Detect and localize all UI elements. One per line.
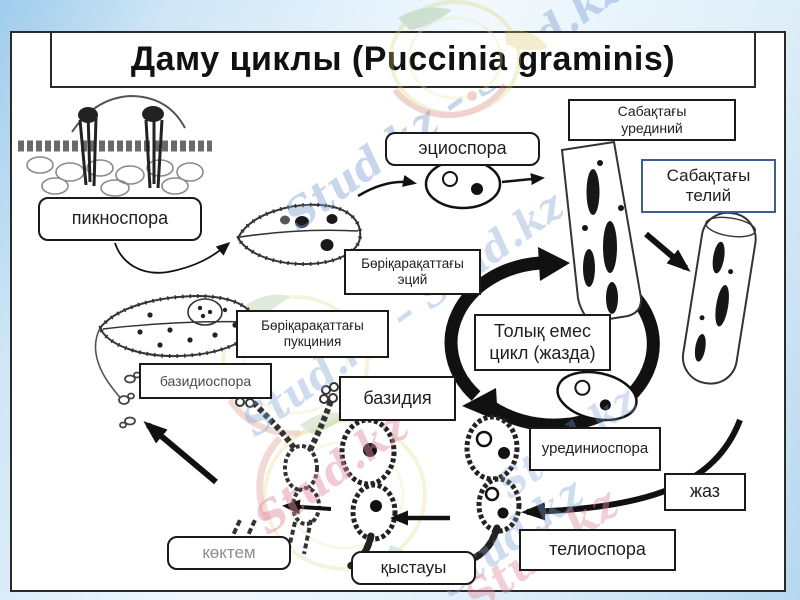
basidiospores-illustration [118, 371, 141, 429]
label-koktem: көктем [167, 536, 291, 570]
label-barberry-aecium: Бөріқарақаттағы эций [344, 249, 481, 295]
barberry-leaf-puccinia-illustration [94, 293, 257, 405]
label-teliospora: телиоспора [519, 529, 676, 571]
label-qystauy: қыстауы [351, 551, 476, 585]
label-stem-uredinium: Сабақтағы урединий [568, 99, 736, 141]
label-eciospora: эциоспора [385, 132, 540, 166]
page-title: Даму циклы (Puccinia graminis) [50, 31, 756, 88]
stem-telia-illustration [681, 211, 757, 385]
stem-uredinia-illustration [560, 140, 643, 324]
label-incomplete-cycle: Толық емес цикл (жазда) [474, 314, 611, 371]
label-urediniospora: урединиоспора [529, 427, 661, 471]
label-zhaz: жаз [664, 473, 746, 511]
label-barberry-puccinia: Бөріқарақаттағы пукциния [236, 310, 389, 358]
label-picnospora: пикноспора [38, 197, 202, 241]
label-basidia: базидия [339, 376, 456, 421]
teliospore-right-illustration [464, 414, 522, 564]
barberry-leaf-aecia-illustration [235, 202, 363, 267]
leaf-cross-section-illustration [18, 94, 212, 197]
urediniospore-cell-illustration [556, 370, 638, 422]
stud-kz-logo-watermark-bottom [256, 412, 427, 574]
label-stem-telium: Сабақтағы телий [641, 159, 776, 213]
aeciospore-cell-illustration [424, 158, 502, 210]
label-basidiospora: базидиоспора [139, 363, 272, 399]
